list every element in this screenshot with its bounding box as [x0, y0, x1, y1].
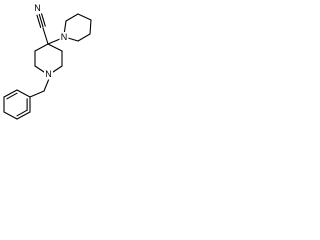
spiro-carbon-to-top-nitrogen-bond — [47, 38, 61, 45]
phenyl-bond-1 — [16, 89, 31, 98]
benzyl-group — [29, 79, 50, 98]
top-ring-bond-4 — [89, 19, 92, 35]
central-ring-bond-3 — [34, 65, 45, 73]
nitrile-nitrogen-mask — [33, 3, 42, 13]
top-ring-bond-6 — [67, 37, 79, 42]
nitrile-stem-bond — [42, 27, 49, 45]
bottom-piperidine-nitrogen-label: N — [45, 69, 52, 79]
top-piperidine-ring: N — [47, 13, 92, 45]
nitrogen-to-methylene-bond — [43, 79, 50, 92]
nitrile-triple-bond-3 — [41, 13, 46, 27]
chemical-structure: N N N — [3, 3, 92, 120]
nitrile-group: N — [33, 3, 49, 45]
central-ring-bond-1 — [34, 43, 49, 52]
top-ring-bond-2 — [65, 13, 79, 22]
phenyl-ring — [3, 89, 31, 120]
top-ring-bond-3 — [77, 13, 92, 21]
central-ring-bond-4 — [52, 65, 63, 73]
methylene-to-phenyl-bond — [29, 90, 45, 98]
nitrile-nitrogen-label: N — [34, 3, 41, 13]
top-piperidine-nitrogen-label: N — [61, 32, 68, 42]
bottom-nitrogen-mask — [44, 69, 53, 79]
nitrile-triple-bond-1 — [36, 14, 42, 29]
top-ring-bond-5 — [77, 33, 91, 42]
central-ring-bond-6 — [47, 43, 63, 52]
phenyl-bond-2 — [3, 89, 18, 98]
top-nitrogen-mask — [59, 32, 69, 42]
phenyl-bond-5 — [16, 111, 31, 120]
central-piperidine-ring: N — [34, 43, 63, 79]
nitrile-triple-bond-2 — [38, 13, 44, 28]
phenyl-inner-double-bond-2 — [16, 109, 28, 117]
phenyl-bond-4 — [3, 111, 18, 120]
phenyl-inner-double-bond-1 — [6, 92, 18, 100]
